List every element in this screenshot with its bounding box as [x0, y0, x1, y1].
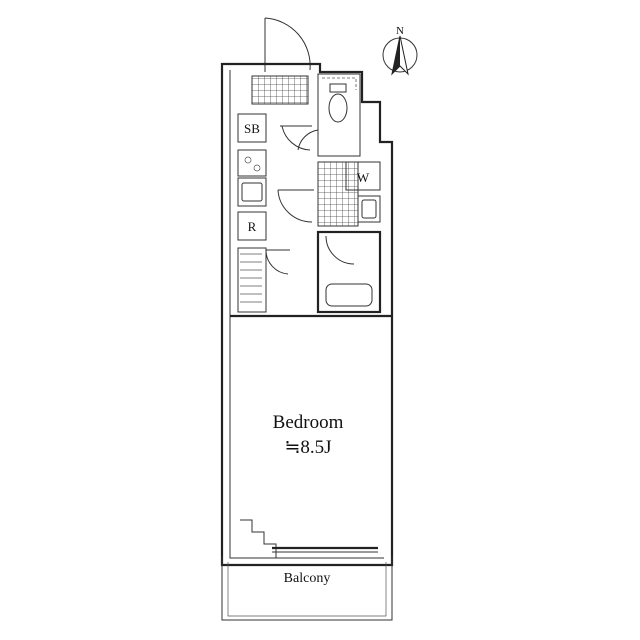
- kitchen-stove: [237, 149, 267, 177]
- bedroom: Bedroom ≒8.5J: [273, 412, 344, 458]
- washroom-tile: [317, 161, 359, 227]
- closet: [237, 247, 290, 313]
- shoe-box: SB: [237, 113, 267, 143]
- compass: N: [382, 25, 418, 76]
- compass-needle-half: [392, 36, 400, 74]
- balcony-name: Balcony: [284, 571, 331, 586]
- kitchen-sink: [237, 177, 267, 207]
- genkan-tile: [251, 75, 309, 105]
- refrigerator-label: R: [248, 219, 257, 234]
- refrigerator: R: [237, 211, 267, 241]
- washer: W: [345, 161, 381, 191]
- bedroom-name: Bedroom: [273, 412, 344, 433]
- bathroom: [316, 230, 382, 314]
- washbasin: [357, 195, 381, 223]
- compass-label: N: [396, 25, 404, 37]
- toilet-icon: [328, 93, 348, 123]
- wall-notch: [240, 519, 277, 558]
- balcony: Balcony: [221, 556, 393, 621]
- inner-wall-outline: [229, 70, 384, 559]
- bedroom-size: ≒8.5J: [284, 437, 331, 458]
- corridor-door-top: [280, 125, 312, 151]
- outer-wall: [220, 62, 394, 567]
- washer-label: W: [357, 170, 370, 185]
- corridor-door-mid: [277, 189, 314, 223]
- shoe-box-label: SB: [244, 121, 260, 136]
- bathtub-icon: [325, 283, 373, 307]
- balcony-window: [272, 546, 378, 553]
